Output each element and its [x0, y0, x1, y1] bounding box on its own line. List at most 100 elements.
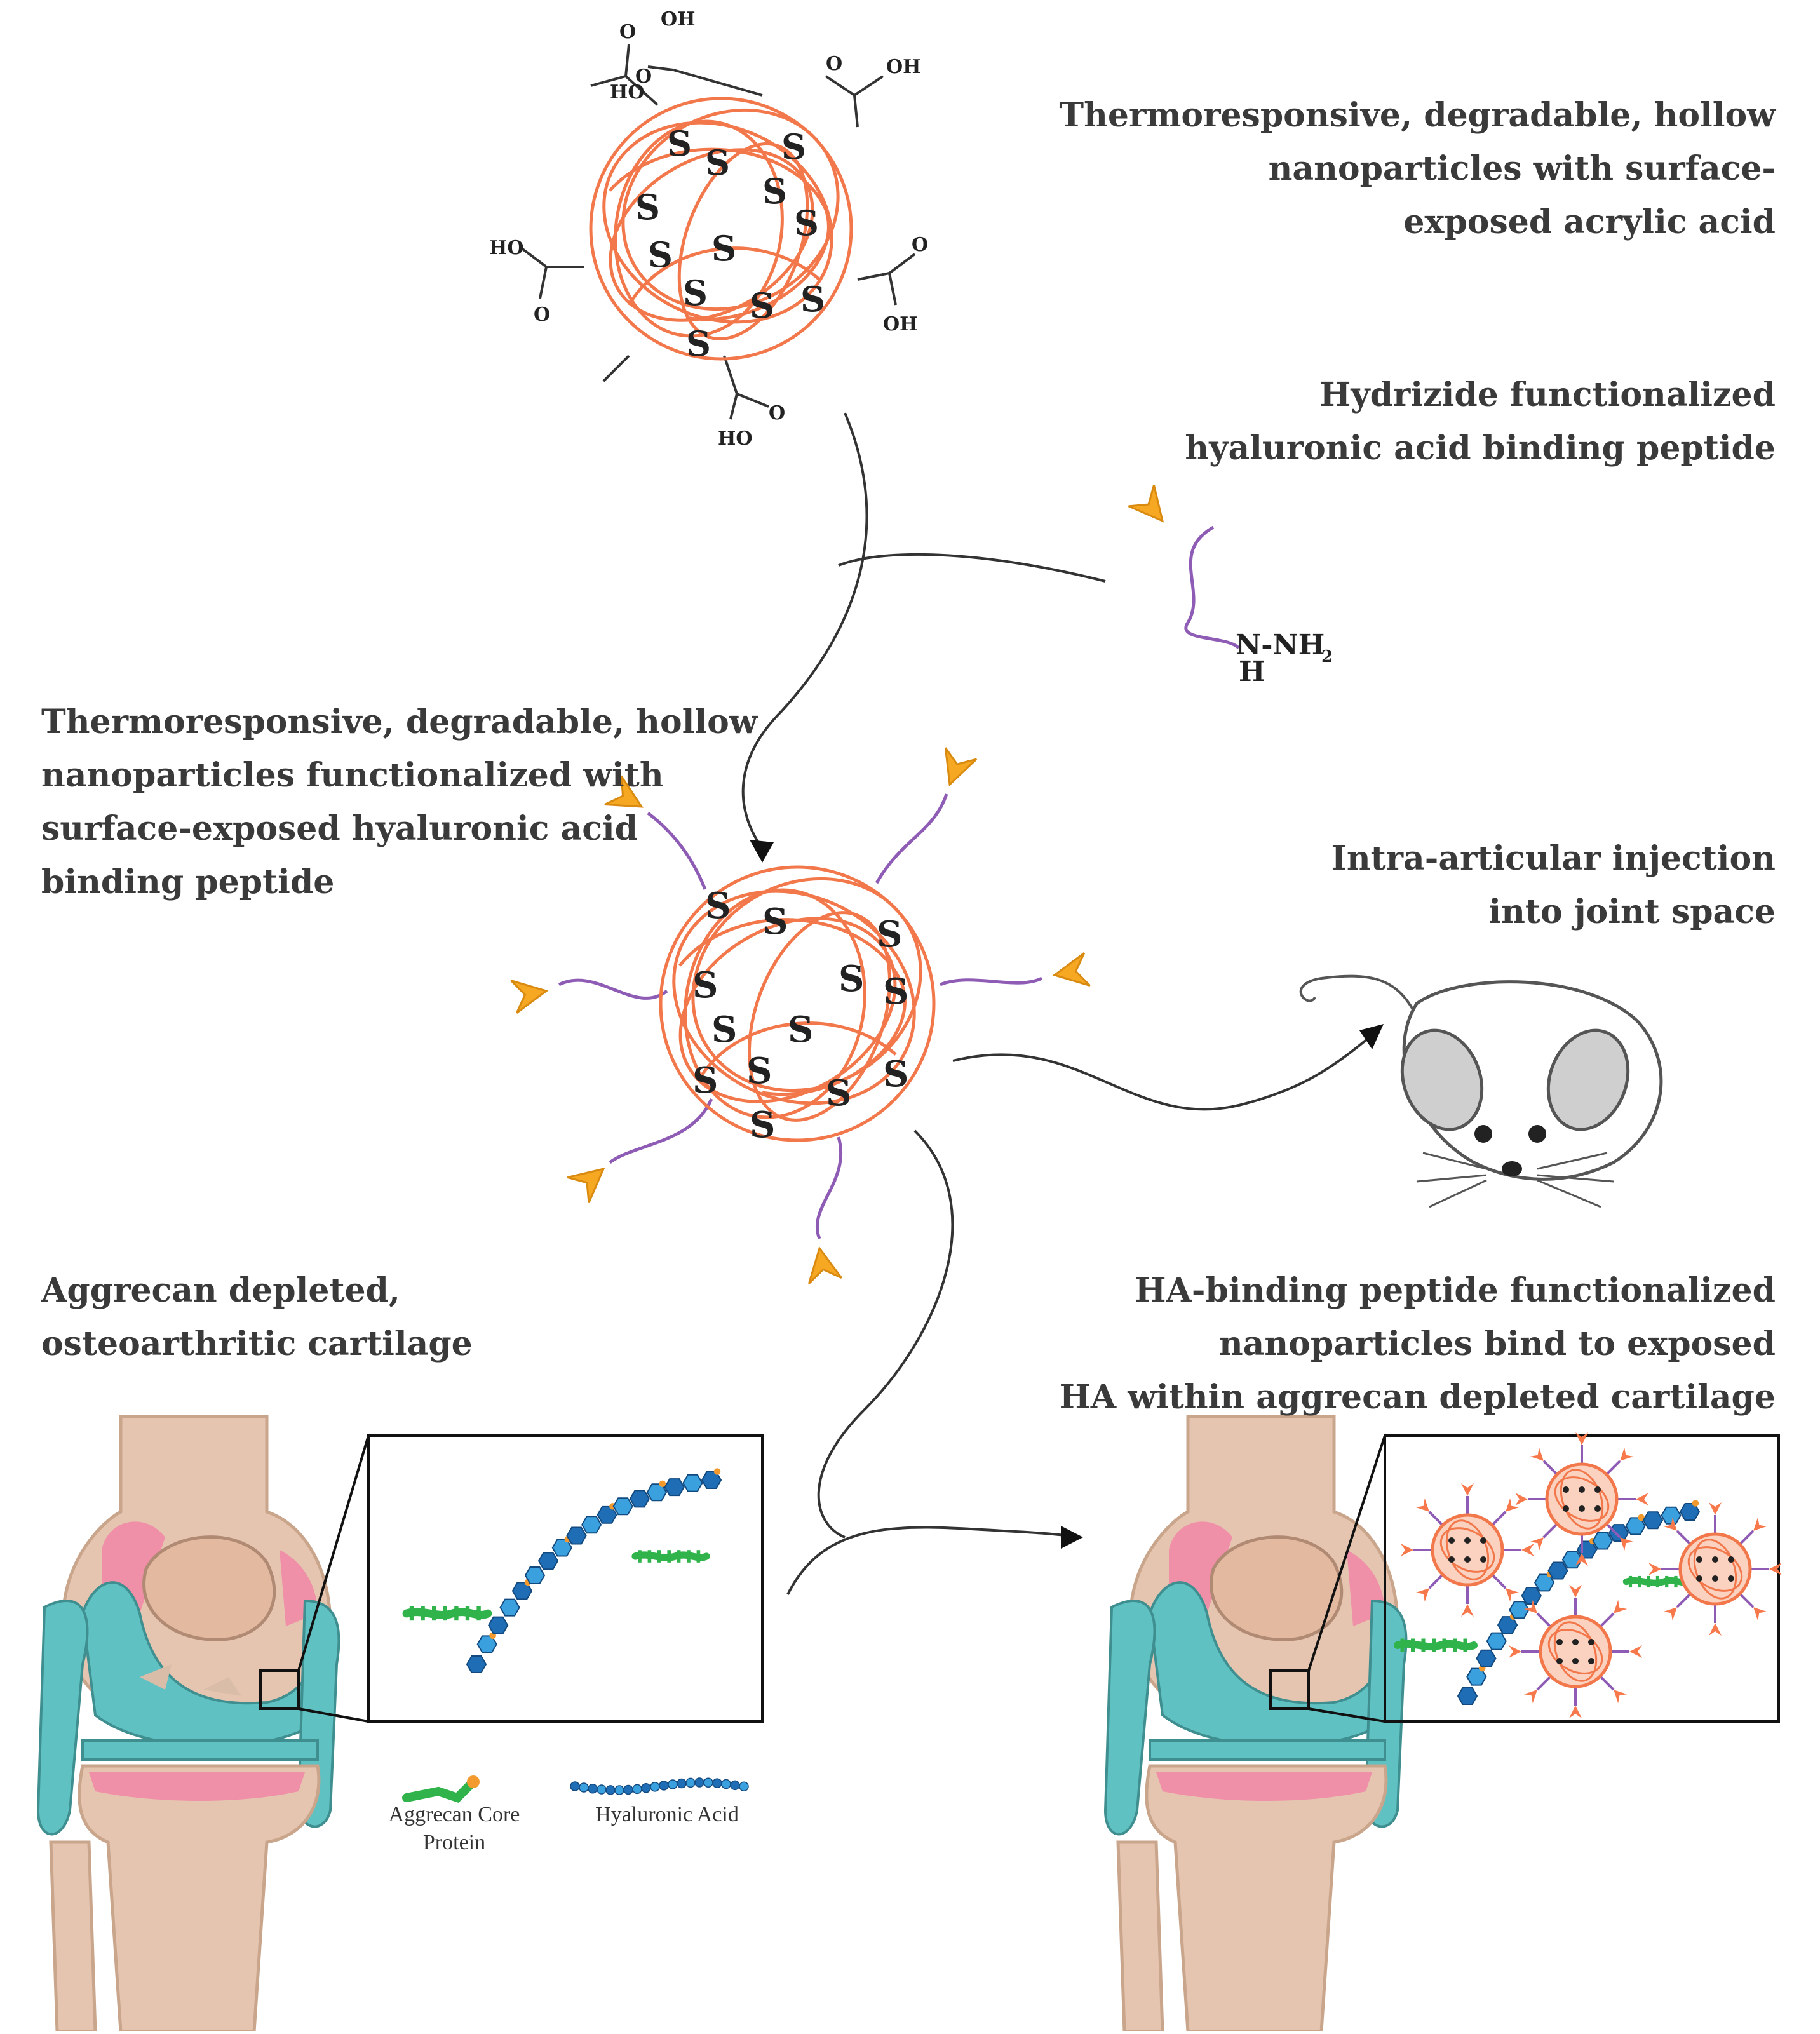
caption-line: binding peptide	[41, 863, 335, 901]
hydroxyl-label: HO	[610, 81, 644, 104]
tibia	[78, 1764, 321, 2033]
cartilage-lesion	[140, 1664, 241, 1696]
hydrazide-label: N-NH	[1236, 629, 1325, 661]
bound-nanoparticle	[1648, 1502, 1782, 1636]
sulfur-label: S	[877, 913, 902, 955]
ligament-left	[36, 1600, 89, 1836]
legend-aggrecan-line: Protein	[422, 1831, 486, 1854]
bound-nanoparticle	[1509, 1585, 1642, 1718]
mouse-ear-right	[1546, 1028, 1630, 1131]
caption-line: nanoparticles functionalized with	[41, 756, 664, 795]
disulfide-bonds: S S S S S S S S S S S S S	[692, 885, 908, 1146]
oxygen-label: O	[534, 304, 550, 326]
ha-unit	[682, 1474, 703, 1492]
ha-link-dot	[659, 1480, 666, 1488]
caption-line: surface-exposed hyaluronic acid	[41, 809, 638, 848]
ha-unit	[1486, 1632, 1507, 1650]
hydrazide-peptide: N-NH 2 H	[1128, 483, 1333, 688]
mouse-nose	[1502, 1161, 1522, 1176]
caption-line: Hydrizide functionalized	[1319, 375, 1776, 414]
legend-hyaluronic-label: Hyaluronic Acid	[595, 1803, 739, 1826]
ha-link-dot	[1692, 1500, 1699, 1507]
aggrecan-core-protein	[402, 1606, 492, 1621]
legend-aggrecan-line: Aggrecan Core	[388, 1803, 520, 1826]
oxygen-label: O	[826, 53, 842, 75]
arrow-injection	[952, 1031, 1377, 1111]
ha-unit	[537, 1552, 559, 1570]
sulfur-label: S	[711, 1009, 737, 1051]
oxygen-label: O	[635, 65, 652, 88]
arrow-synthesis	[741, 412, 868, 849]
arrow-head-binding	[1061, 1526, 1083, 1549]
sulfur-label: S	[750, 285, 774, 326]
caption-acrylic-particle: Thermoresponsive, degradable, hollow nan…	[1059, 89, 1776, 249]
tibia-inflamed	[89, 1772, 305, 1801]
caption-line: HA-binding peptide functionalized	[1135, 1271, 1776, 1310]
aggrecan-core-protein	[1394, 1638, 1478, 1652]
ha-unit	[566, 1526, 587, 1545]
carboxyl-groups	[520, 44, 916, 420]
sulfur-label: S	[800, 279, 825, 320]
sulfur-label: S	[750, 1104, 775, 1146]
ha-link-dot	[1638, 1514, 1645, 1521]
ha-unit	[524, 1566, 546, 1584]
mouse-ear-left	[1400, 1028, 1484, 1131]
bound-nanoparticle	[1515, 1432, 1648, 1566]
oxygen-label: O	[912, 234, 928, 256]
sulfur-label: S	[883, 1053, 908, 1095]
ha-unit	[488, 1616, 509, 1634]
zoom-callout-right	[1269, 1434, 1780, 1723]
caption-line: Thermoresponsive, degradable, hollow	[41, 703, 758, 741]
arrow-peptide-join	[838, 553, 1106, 583]
ha-link-dot	[713, 1468, 721, 1475]
ha-unit	[1642, 1511, 1664, 1530]
ha-unit	[629, 1490, 650, 1508]
caption-line: hyaluronic acid binding peptide	[1185, 429, 1776, 468]
ha-unit	[499, 1598, 520, 1617]
sulfur-label: S	[686, 323, 711, 364]
sulfur-label: S	[635, 187, 660, 227]
caption-line: Intra-articular injection	[1331, 839, 1776, 878]
sulfur-label: S	[692, 1060, 718, 1101]
polymer-coil	[589, 97, 853, 361]
legend-hyaluronic: Hyaluronic Acid	[565, 1801, 769, 1829]
mouse-whiskers	[1416, 1152, 1614, 1208]
disulfide-bonds: S S S S S S S S S S S S	[635, 123, 825, 364]
sulfur-label: S	[883, 971, 908, 1013]
sulfur-label: S	[648, 234, 673, 275]
hydroxyl-label: OH	[886, 56, 920, 78]
knee-joint-left	[36, 1415, 340, 2033]
mouse-eye-right	[1528, 1125, 1546, 1143]
peptide-linkers	[558, 793, 1043, 1239]
ha-unit	[1509, 1601, 1530, 1619]
zoom-callout-left	[259, 1434, 764, 1723]
bound-nanoparticle	[1401, 1483, 1534, 1617]
sulfur-label: S	[705, 885, 731, 927]
peptide-linker	[1184, 525, 1240, 649]
caption-functionalized-particle: Thermoresponsive, degradable, hollow nan…	[41, 696, 758, 909]
oxygen-label: O	[619, 21, 636, 43]
polymer-coil	[659, 865, 936, 1142]
oxygen-label: O	[769, 402, 785, 424]
sulfur-label: S	[711, 228, 736, 269]
caption-line: Thermoresponsive, degradable, hollow	[1059, 96, 1776, 135]
sulfur-label: S	[839, 958, 864, 1000]
legend-aggrecan-swatch	[402, 1775, 480, 1803]
knee-joint-right	[1103, 1415, 1408, 2033]
inset-box-right	[1384, 1434, 1780, 1723]
mouse-tail	[1299, 974, 1418, 1017]
caption-line: osteoarthritic cartilage	[41, 1324, 473, 1363]
nanoparticle-acrylic-acid: S S S S S S S S S S S S HO O OH O O OH H…	[489, 8, 928, 450]
sulfur-label: S	[781, 126, 806, 167]
sulfur-label: S	[692, 964, 718, 1006]
sulfur-label: S	[746, 1050, 772, 1092]
caption-injection: Intra-articular injection into joint spa…	[1331, 832, 1776, 939]
caption-line: exposed acrylic acid	[1403, 203, 1776, 241]
caption-line: nanoparticles with surface-	[1268, 149, 1776, 188]
ha-unit	[1547, 1561, 1568, 1580]
ha-unit	[1476, 1649, 1497, 1667]
sulfur-label: S	[794, 203, 819, 243]
caption-line: into joint space	[1488, 892, 1776, 931]
caption-line: Aggrecan depleted,	[41, 1271, 401, 1310]
